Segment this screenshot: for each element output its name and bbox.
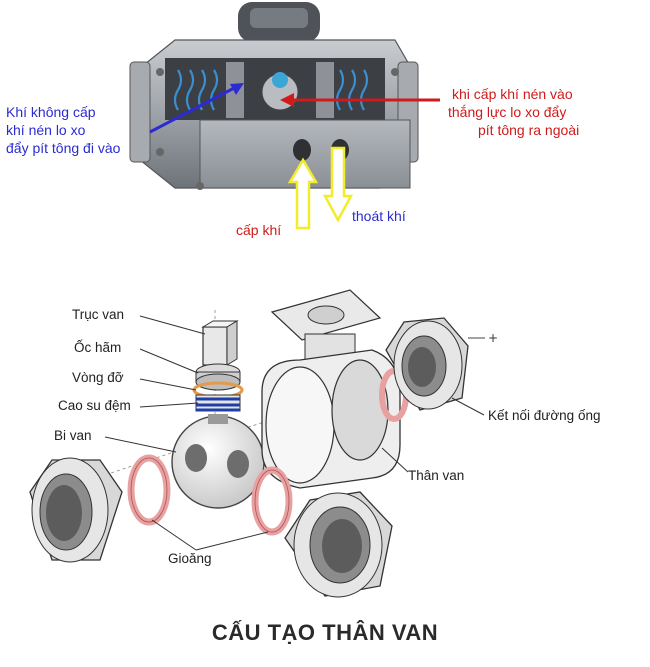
rubber-seal (196, 395, 240, 411)
label-ball: Bi van (54, 428, 92, 445)
label-body: Thân van (408, 468, 464, 485)
label-left-line3: đẩy pít tông đi vào (6, 140, 120, 158)
label-seal: Cao su đệm (58, 398, 131, 415)
label-left-line2: khí nén lo xo (6, 122, 85, 140)
label-ring: Vòng đỡ (72, 370, 124, 387)
label-right-line3: pít tông ra ngoài (478, 122, 579, 140)
svg-text:+: + (488, 331, 498, 345)
valve-ball (172, 414, 264, 508)
actuator-illustration (130, 2, 418, 190)
valve-stem (203, 321, 237, 365)
label-connector: Kết nối đường ống (488, 408, 600, 425)
diagram-caption: CẤU TẠO THÂN VAN (0, 620, 650, 646)
label-right-line2: thắng lực lo xo đẩy (448, 104, 566, 122)
label-right-line1: khi cấp khí nén vào (452, 86, 573, 104)
connector-bottom-right (285, 492, 392, 597)
label-supply: cấp khí (236, 222, 281, 240)
connector-left (30, 458, 122, 562)
label-gasket: Gioăng (168, 551, 212, 568)
valve-body (262, 290, 400, 488)
label-exhaust: thoát khí (352, 208, 406, 226)
label-nut: Ốc hãm (74, 340, 121, 357)
label-left-line1: Khí không cấp (6, 104, 96, 122)
air-port-supply (293, 139, 311, 161)
label-stem: Trục van (72, 307, 124, 324)
connector-top-right: + (386, 318, 498, 410)
